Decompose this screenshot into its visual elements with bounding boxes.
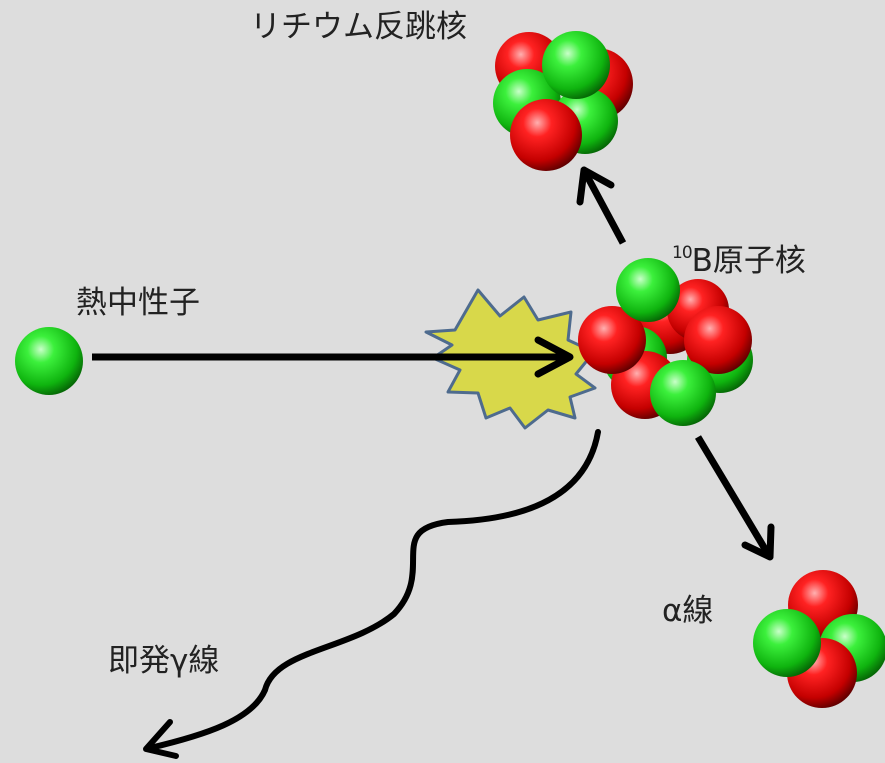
label-prompt-gamma: 即発γ線 [108, 643, 220, 679]
boron-nucleus-text: B原子核 [691, 243, 806, 279]
boron-mass-number: 10 [672, 243, 693, 263]
neutron-path-arrow [92, 336, 574, 378]
lithium-path-arrow [576, 166, 627, 245]
label-alpha-ray: α線 [662, 593, 714, 629]
label-boron-nucleus: 10B原子核 [672, 245, 806, 277]
lithium-recoil-nucleus [493, 31, 633, 171]
boron-10-nucleus [578, 258, 753, 426]
prompt-gamma-wave-arrow [143, 429, 601, 759]
alpha-path-arrow [694, 435, 775, 561]
label-thermal-neutron: 熱中性子 [76, 285, 200, 321]
thermal-neutron-particle [15, 327, 83, 395]
label-lithium-recoil: リチウム反跳核 [250, 9, 467, 45]
alpha-particle [753, 570, 885, 708]
